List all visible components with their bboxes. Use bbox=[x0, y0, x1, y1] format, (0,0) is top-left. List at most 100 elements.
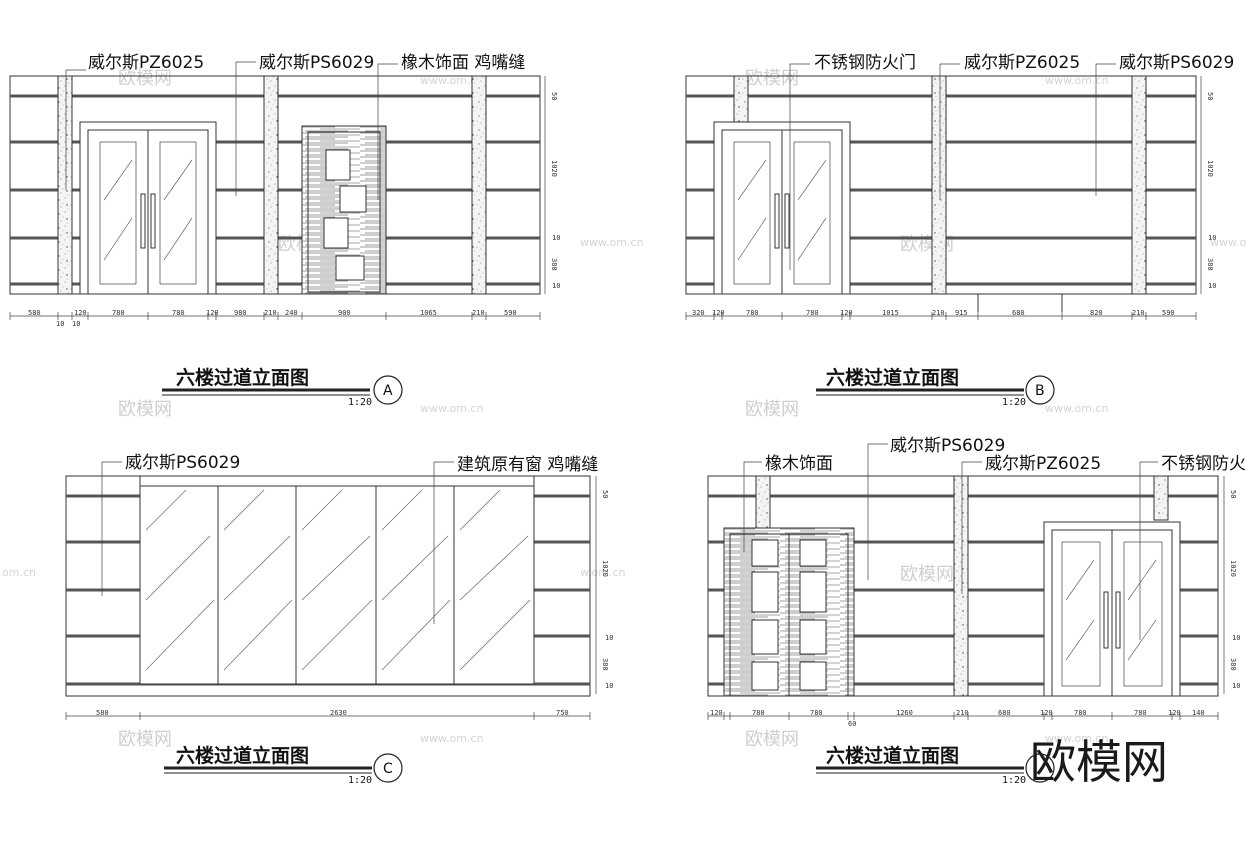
material-label: 威尔斯PS6029 bbox=[259, 53, 374, 73]
brand-watermark: 欧模网 bbox=[1030, 735, 1168, 789]
watermark: 欧模网 bbox=[745, 729, 799, 750]
vertical-dimension-label: 10 bbox=[552, 234, 560, 242]
fire-door bbox=[1043, 521, 1181, 697]
stone-pilaster bbox=[733, 75, 749, 123]
dimension-label: 1065 bbox=[420, 309, 437, 317]
vertical-dimension-label: 50 bbox=[550, 92, 558, 100]
dimension-label: 120 bbox=[712, 309, 725, 317]
dimension-label: 915 bbox=[955, 309, 968, 317]
vertical-dimension-label: 1020 bbox=[1206, 160, 1214, 177]
dimension-label: 120 bbox=[74, 309, 87, 317]
section-marker bbox=[373, 753, 403, 783]
vertical-dimension-label: 1020 bbox=[601, 560, 609, 577]
vertical-dimension-label: 50 bbox=[1206, 92, 1214, 100]
dimension-label: 680 bbox=[1012, 309, 1025, 317]
dimension-label: 210 bbox=[472, 309, 485, 317]
watermark-url: www.om.cn bbox=[1045, 74, 1108, 87]
watermark-url: w.om.cn bbox=[580, 566, 625, 579]
drawing-scale: 1:20 bbox=[348, 775, 372, 786]
vertical-dimension-label: 50 bbox=[1229, 490, 1237, 498]
dimension-label: 900 bbox=[338, 309, 351, 317]
dimension-label: 580 bbox=[28, 309, 41, 317]
leader-line bbox=[1095, 63, 1116, 196]
watermark-url: www.om.cn bbox=[420, 732, 483, 745]
dimension-label: 120 bbox=[840, 309, 853, 317]
dimension-label: 210 bbox=[264, 309, 277, 317]
section-marker bbox=[373, 375, 403, 405]
watermark-url: www.om.cn bbox=[420, 74, 483, 87]
dimension-label: 240 bbox=[285, 309, 298, 317]
elevation-d: 120 780 780 60 1260 210 680 120 780 780 … bbox=[707, 436, 1246, 786]
vertical-dimension-label: 10 bbox=[605, 682, 613, 690]
dimension-label: 60 bbox=[848, 720, 856, 728]
elevation-c: 580 2630 750 50 1020 10 380 10 威尔斯PS6029… bbox=[65, 453, 613, 786]
section-marker bbox=[1025, 375, 1055, 405]
drawing-title: 六楼过道立面图 bbox=[826, 366, 959, 389]
drawing-title: 六楼过道立面图 bbox=[176, 744, 309, 767]
drawing-title: 六楼过道立面图 bbox=[176, 366, 309, 389]
dimension-label: 120 bbox=[1040, 709, 1053, 717]
material-label: 不锈钢防火 bbox=[1161, 454, 1246, 474]
vertical-dimension-label: 10 bbox=[1232, 634, 1240, 642]
dimension-label: 120 bbox=[206, 309, 219, 317]
dimension-ticks bbox=[9, 312, 541, 320]
leader-line bbox=[743, 461, 762, 552]
dimension-label: 210 bbox=[956, 709, 969, 717]
dimension-ticks bbox=[707, 712, 1219, 720]
dimension-label: 590 bbox=[504, 309, 517, 317]
watermark: 欧模网 bbox=[118, 729, 172, 750]
drawing-scale: 1:20 bbox=[348, 397, 372, 408]
stone-pilaster bbox=[1131, 75, 1147, 295]
material-label: 威尔斯PS6029 bbox=[890, 436, 1005, 456]
dimension-ticks bbox=[685, 312, 1197, 320]
dimension-label: 980 bbox=[234, 309, 247, 317]
vertical-dimension-label: 10 bbox=[552, 282, 560, 290]
fire-door bbox=[713, 121, 851, 295]
watermark: 欧模网 bbox=[900, 564, 954, 585]
stone-pilaster bbox=[755, 475, 771, 531]
dimension-label: 780 bbox=[810, 709, 823, 717]
dimension-label: 750 bbox=[556, 709, 569, 717]
dimension-ticks bbox=[65, 712, 591, 720]
vertical-dimension-label: 380 bbox=[601, 658, 609, 671]
material-label: 橡木饰面 鸡嘴缝 bbox=[401, 53, 525, 73]
vertical-dimension-label: 50 bbox=[601, 490, 609, 498]
double-door bbox=[79, 121, 217, 295]
drawing-scale: 1:20 bbox=[1002, 775, 1026, 786]
vertical-dimension-label: 10 bbox=[1232, 682, 1240, 690]
dimension-label: 780 bbox=[752, 709, 765, 717]
elevation-b: 320 120 780 780 120 1015 210 915 680 820… bbox=[685, 53, 1234, 408]
watermark-url: om.cn bbox=[2, 566, 36, 579]
stone-pilaster bbox=[931, 75, 947, 295]
vertical-dimension-label: 10 bbox=[1208, 282, 1216, 290]
vertical-dimension-label: 380 bbox=[1206, 258, 1214, 271]
dimension-label: 210 bbox=[1132, 309, 1145, 317]
stone-pilaster bbox=[57, 75, 73, 295]
material-label: 威尔斯PS6029 bbox=[1119, 53, 1234, 73]
watermark: 欧模网 bbox=[745, 68, 799, 89]
watermark: 欧模网 bbox=[118, 399, 172, 420]
stone-pilaster bbox=[1153, 475, 1169, 521]
watermark-url: www.o bbox=[1210, 236, 1246, 249]
drawing-scale: 1:20 bbox=[1002, 397, 1026, 408]
elevation-a: 580 10 10 120 780 780 120 980 210 240 90… bbox=[9, 53, 560, 408]
section-marker-label: C bbox=[383, 761, 393, 777]
vertical-dimension-label: 380 bbox=[550, 258, 558, 271]
dimension-label: 780 bbox=[806, 309, 819, 317]
leader-line bbox=[789, 63, 810, 270]
section-marker-label: B bbox=[1035, 383, 1045, 399]
leader-line bbox=[867, 443, 888, 580]
watermark-url: www.om.cn bbox=[580, 236, 643, 249]
dimension-label: 120 bbox=[1168, 709, 1181, 717]
leader-line bbox=[433, 461, 454, 624]
dimension-label: 590 bbox=[1162, 309, 1175, 317]
dimension-label: 210 bbox=[932, 309, 945, 317]
vertical-dimension-label: 10 bbox=[1208, 234, 1216, 242]
dimension-label: 780 bbox=[172, 309, 185, 317]
stone-pilaster bbox=[471, 75, 487, 295]
watermark-url: www.om.cn bbox=[1045, 732, 1108, 745]
material-label: 威尔斯PZ6025 bbox=[88, 53, 204, 73]
section-marker bbox=[1025, 753, 1055, 783]
vertical-dimension-label: 380 bbox=[1229, 658, 1237, 671]
